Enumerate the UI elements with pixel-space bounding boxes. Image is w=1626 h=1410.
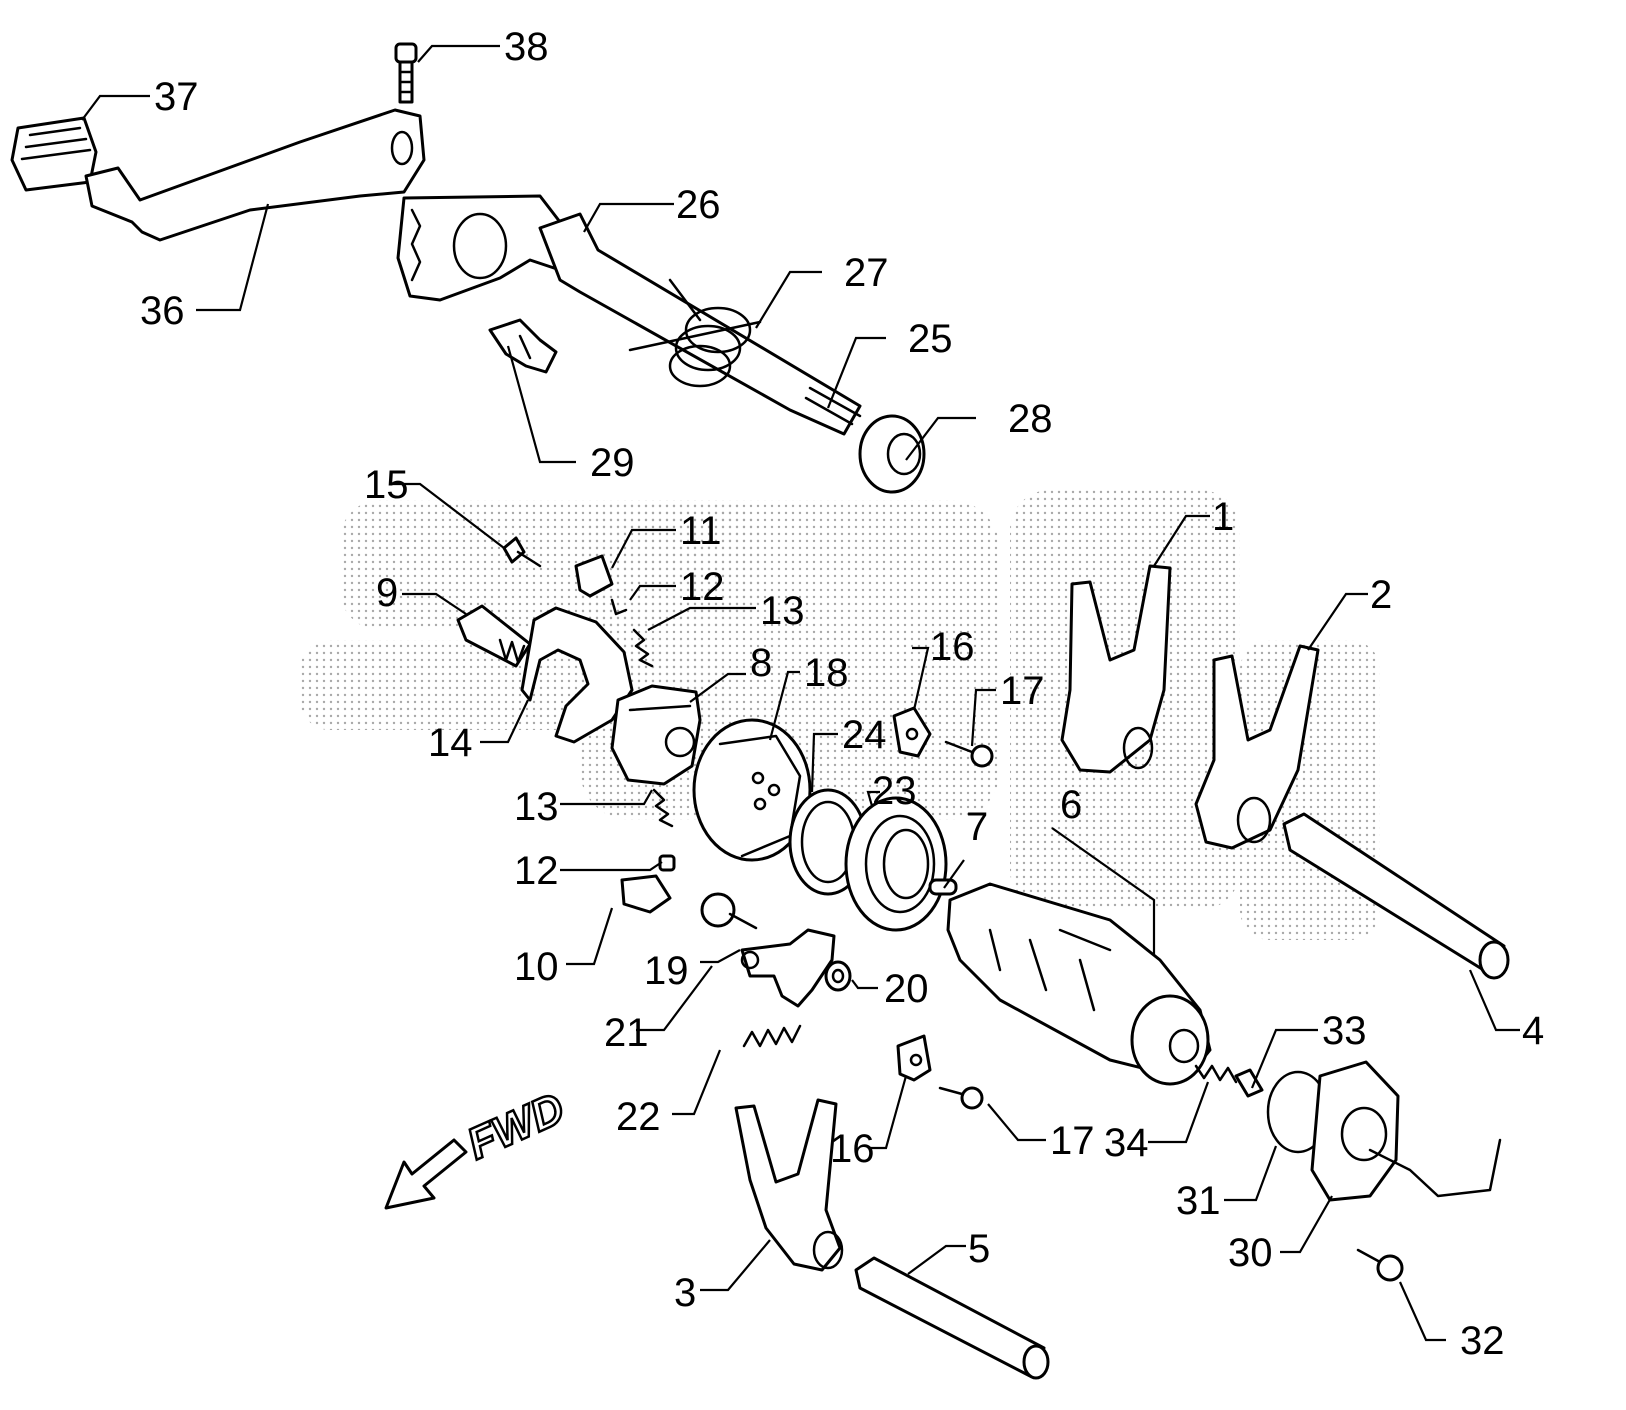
callout-34: 34 [1104, 1121, 1149, 1165]
callout-25: 25 [908, 317, 953, 361]
callout-28: 28 [1008, 397, 1053, 441]
callout-16-lower: 16 [830, 1127, 875, 1171]
part-9-plunger [456, 604, 532, 668]
callout-36: 36 [140, 289, 185, 333]
part-38-pedal-bolt [394, 42, 418, 104]
part-28-oil-seal [858, 414, 926, 494]
callout-38: 38 [504, 25, 549, 69]
part-16-plate-upper [892, 706, 932, 758]
part-1-shift-fork [1060, 564, 1172, 774]
part-26-shift-shaft [396, 194, 862, 436]
callout-2: 2 [1370, 573, 1392, 617]
part-21-stopper-arm [740, 928, 836, 1008]
part-18-bearing-cover [692, 718, 812, 862]
part-23-bearing [844, 796, 948, 932]
callout-32: 32 [1460, 1319, 1505, 1363]
callout-8: 8 [750, 641, 772, 685]
callout-22: 22 [616, 1095, 661, 1139]
callout-14: 14 [428, 721, 473, 765]
part-5-fork-shaft [854, 1256, 1050, 1380]
callout-1: 1 [1212, 495, 1234, 539]
part-2-shift-fork [1194, 644, 1320, 850]
part-8-drum-cam [610, 684, 702, 786]
callout-18: 18 [804, 651, 849, 695]
callout-leaders [81, 44, 1520, 1342]
callout-33: 33 [1322, 1009, 1367, 1053]
part-13-spring-lower [652, 788, 674, 828]
forward-direction-arrow-icon [384, 1138, 468, 1210]
part-4-fork-shaft [1282, 812, 1510, 980]
callout-26: 26 [676, 183, 721, 227]
callout-30: 30 [1228, 1231, 1273, 1275]
part-30-neutral-switch [1310, 1060, 1502, 1202]
callout-12-upper: 12 [680, 565, 725, 609]
callout-9: 9 [376, 571, 398, 615]
part-37-pedal-rubber [10, 116, 98, 192]
part-22-spring [742, 1024, 802, 1048]
callout-19: 19 [644, 949, 689, 993]
callout-6: 6 [1060, 783, 1082, 827]
part-3-shift-fork [734, 1098, 844, 1272]
part-6-shift-drum [946, 882, 1212, 1086]
part-7-pin [928, 878, 958, 896]
callout-21: 21 [604, 1011, 649, 1055]
callout-10: 10 [514, 945, 559, 989]
callout-37: 37 [154, 75, 199, 119]
part-32-screw [1356, 1248, 1404, 1282]
part-29-stopper-bolt [488, 318, 558, 374]
part-11-stopper [574, 554, 614, 598]
fwd-label: FWD [460, 1084, 571, 1170]
callout-24: 24 [842, 713, 887, 757]
callout-5: 5 [968, 1227, 990, 1271]
part-14-cam-plate [520, 606, 634, 744]
callout-17-lower: 17 [1050, 1119, 1095, 1163]
callout-17-upper: 17 [1000, 669, 1045, 713]
callout-11: 11 [680, 509, 722, 553]
part-15-screw [502, 536, 542, 568]
callout-20: 20 [884, 967, 929, 1011]
callout-7: 7 [966, 805, 988, 849]
callout-27: 27 [844, 251, 889, 295]
callout-13-lower: 13 [514, 785, 559, 829]
part-16-plate-lower [896, 1034, 932, 1082]
part-25-shaft-splines [804, 386, 862, 426]
part-36-shift-pedal [84, 108, 426, 242]
callout-3: 3 [674, 1271, 696, 1315]
callout-31: 31 [1176, 1179, 1221, 1223]
part-17-bolt-lower [938, 1086, 984, 1110]
callout-16-upper: 16 [930, 625, 975, 669]
part-12-pin-upper [610, 598, 628, 616]
callout-13-upper: 13 [760, 589, 805, 633]
part-34-spring-plunger [1194, 1064, 1264, 1098]
part-27-return-spring [628, 278, 762, 388]
part-20-washer [824, 960, 852, 992]
part-10-stopper [620, 874, 672, 914]
callout-23: 23 [872, 769, 917, 813]
callout-12-lower: 12 [514, 849, 559, 893]
part-13-spring-upper [632, 628, 654, 668]
callout-4: 4 [1522, 1009, 1544, 1053]
part-17-bolt-upper [944, 740, 994, 768]
callout-15: 15 [364, 463, 409, 507]
part-19-bolt [700, 892, 758, 930]
callout-29: 29 [590, 441, 635, 485]
